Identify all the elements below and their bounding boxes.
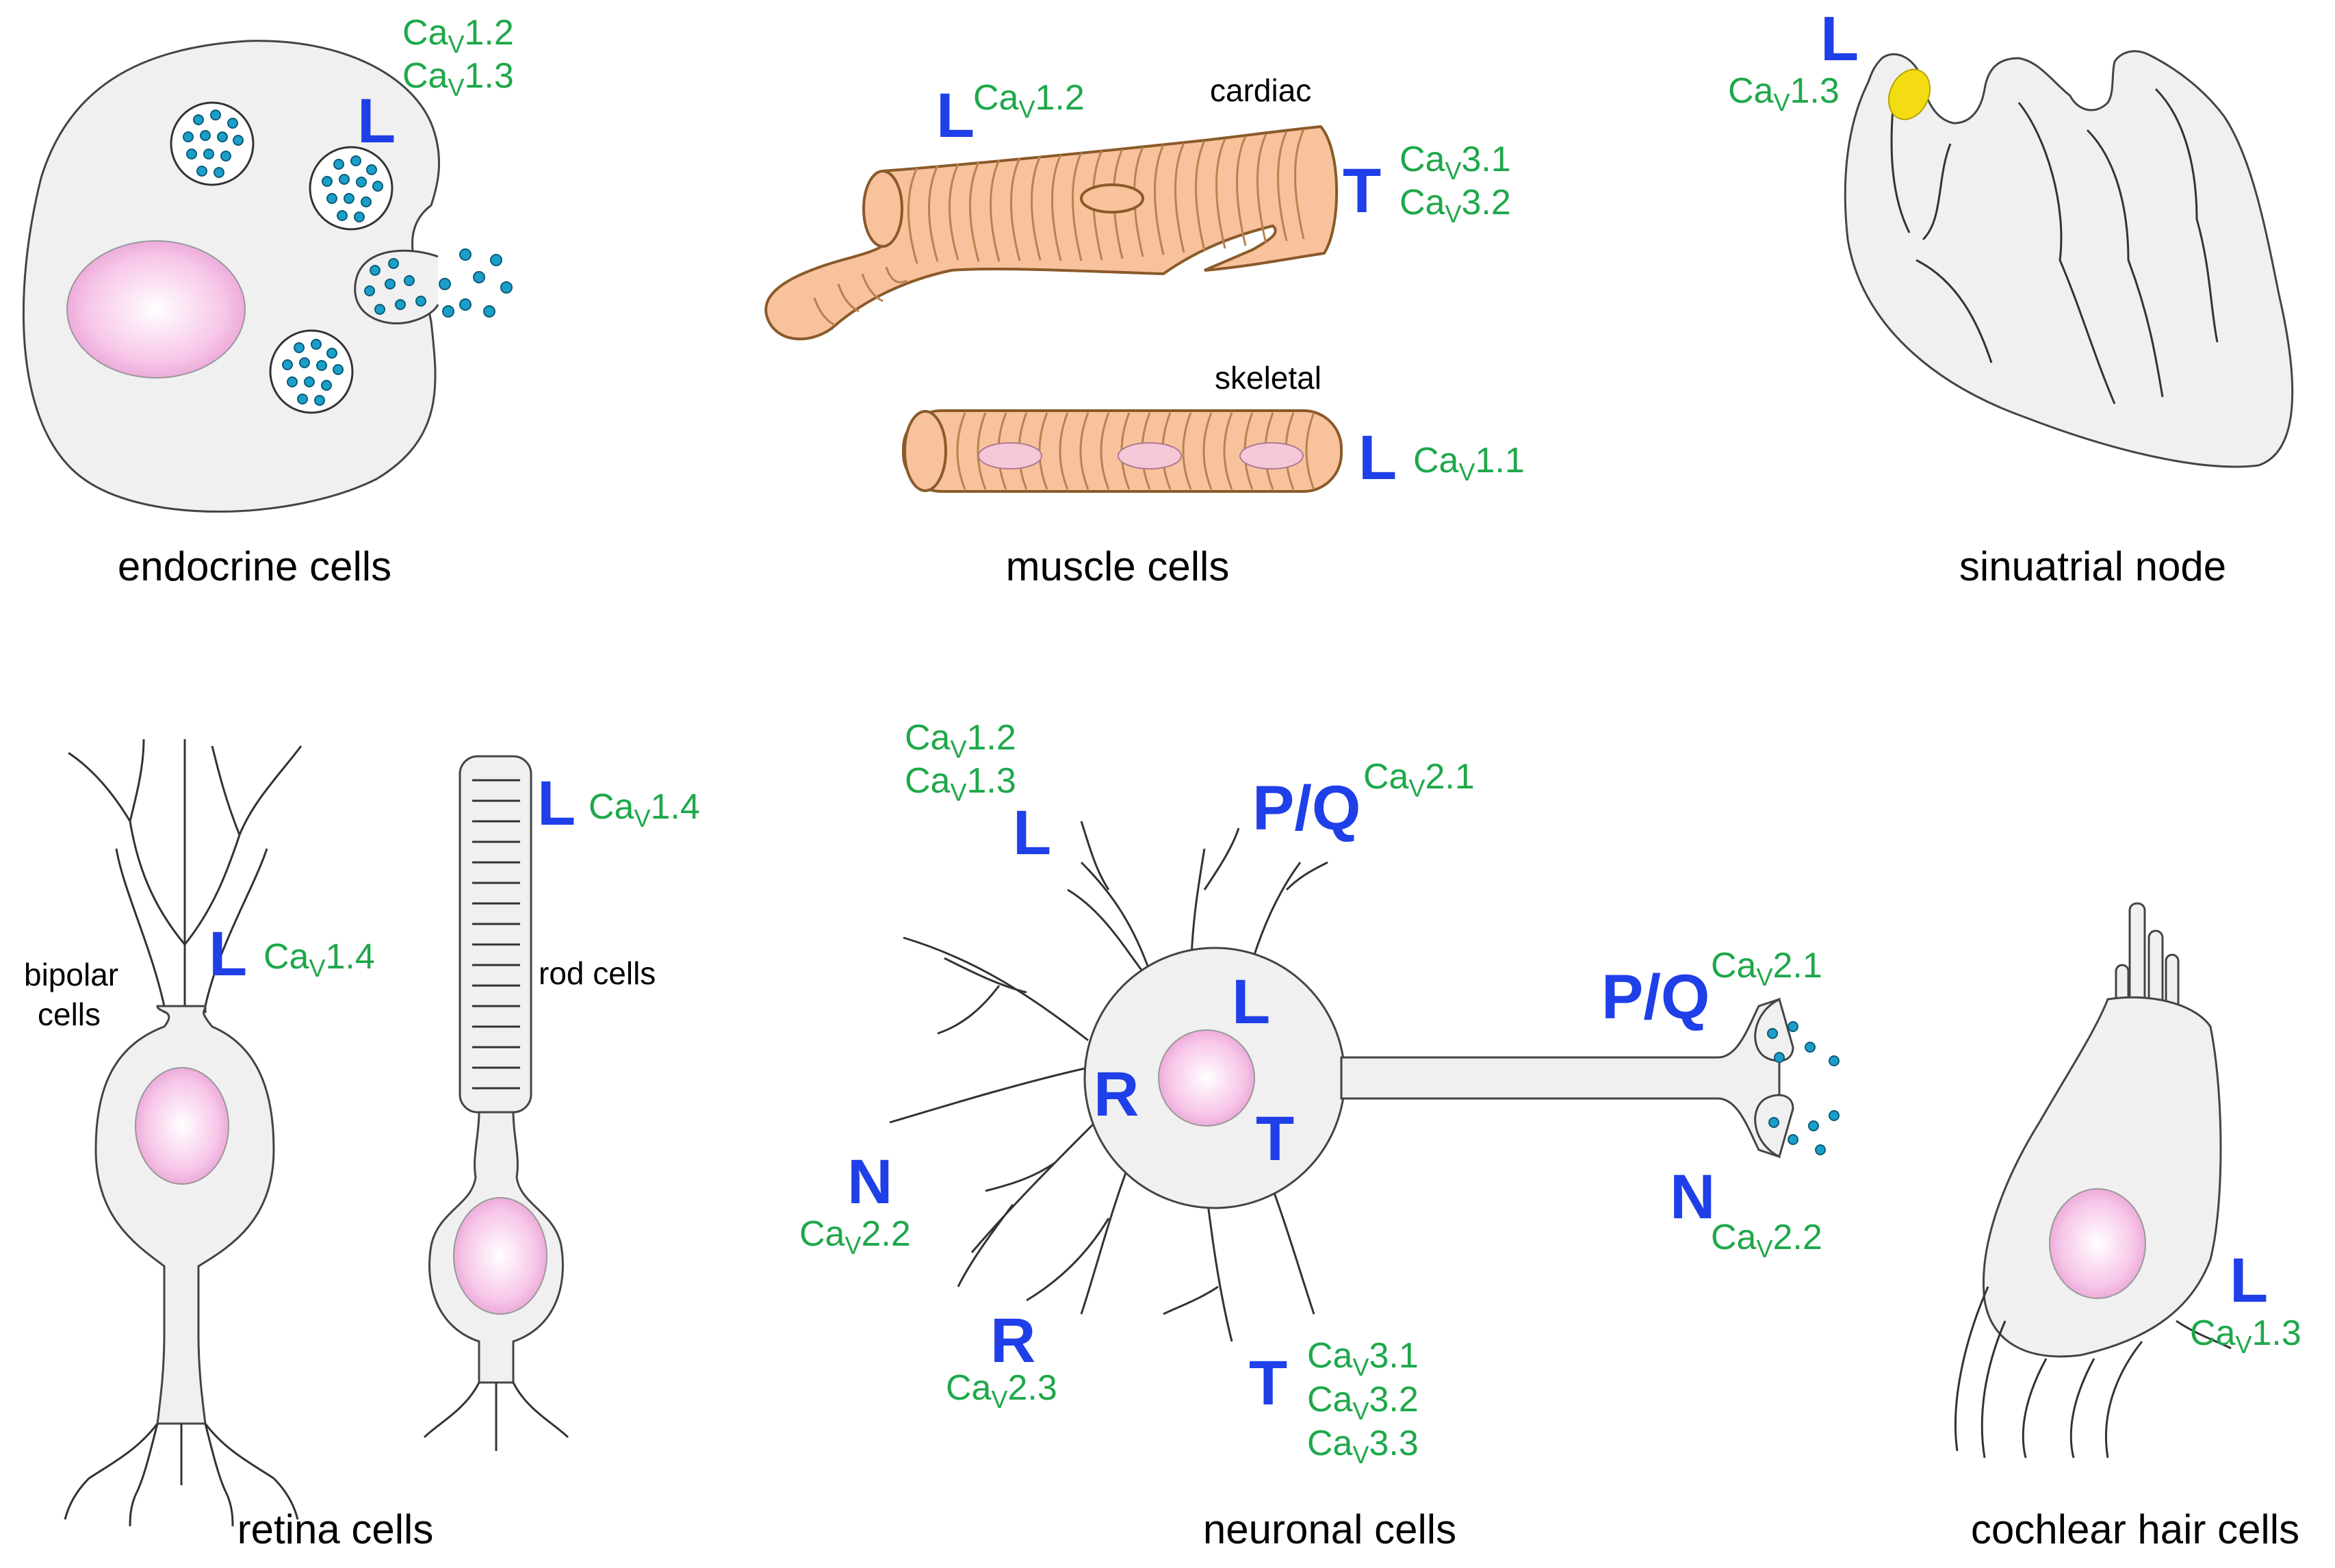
endocrine-isoform-2: CaV1.3	[402, 56, 514, 101]
skeletal-label: skeletal	[1215, 360, 1321, 396]
released-granules	[439, 248, 513, 318]
synaptic-vesicles	[1767, 1021, 1840, 1155]
neuron-dendrite-T-isoform-2: CaV3.2	[1307, 1380, 1419, 1425]
neuron-terminal-N-channel: N	[1670, 1162, 1715, 1232]
neuron-dendrite-T-isoform-3: CaV3.3	[1307, 1424, 1419, 1469]
exocytosis-vesicle	[354, 249, 439, 324]
neuron-dendrite-N-channel: N	[847, 1147, 892, 1217]
bipolar-cell	[64, 738, 302, 1527]
rod-L-channel: L	[537, 769, 576, 838]
endocrine-caption: endocrine cells	[118, 543, 391, 589]
neuron-dendrite-R-isoform: CaV2.3	[946, 1368, 1057, 1413]
neuron-soma-L-channel: L	[1232, 967, 1270, 1037]
retina-panel: bipolar cells L CaV1.4 L CaV1.4 rod cell…	[24, 738, 700, 1552]
bipolar-label-line1: bipolar	[24, 957, 118, 992]
neuron-dendrite-N-isoform: CaV2.2	[799, 1214, 911, 1259]
sa-node	[1887, 68, 1931, 120]
retina-caption: retina cells	[237, 1506, 434, 1552]
hair-cell-body	[1982, 996, 2222, 1358]
neuron-dendrite-T-isoform-1: CaV3.1	[1307, 1336, 1419, 1381]
cardiac-label: cardiac	[1210, 73, 1311, 108]
neuron-dendrite-R-channel: R	[990, 1306, 1035, 1376]
neuron-dendrite-L-isoform-2: CaV1.3	[905, 761, 1016, 806]
bipolar-isoform: CaV1.4	[263, 937, 375, 982]
endocrine-L-channel: L	[357, 86, 396, 156]
cardiac-T-isoform-2: CaV3.2	[1399, 183, 1511, 228]
neuron-terminal-PQ-channel: P/Q	[1601, 962, 1710, 1032]
neuronal-panel: CaV1.2 CaV1.3 L P/Q CaV2.1 L R T N CaV2.…	[799, 718, 1840, 1552]
cardiac-T-isoform-1: CaV3.1	[1399, 140, 1511, 185]
bipolar-label-line2: cells	[38, 997, 101, 1032]
sinuatrial-L-channel: L	[1820, 4, 1859, 74]
endocrine-nucleus	[66, 240, 246, 378]
neuronal-caption: neuronal cells	[1203, 1506, 1456, 1552]
cochlear-caption: cochlear hair cells	[1971, 1506, 2299, 1552]
cardiac-muscle-fiber	[764, 125, 1339, 341]
skeletal-L-isoform: CaV1.1	[1413, 441, 1525, 486]
endocrine-panel: L CaV1.2 CaV1.3 endocrine cells	[22, 13, 514, 589]
secretory-vesicle	[269, 329, 354, 414]
neuron-soma-T-channel: T	[1256, 1104, 1294, 1174]
cochlear-L-channel: L	[2230, 1246, 2268, 1315]
neuron-dendrite-PQ-isoform: CaV2.1	[1363, 757, 1475, 802]
neuron-terminal-PQ-isoform: CaV2.1	[1711, 946, 1822, 991]
nerve-fibers	[1954, 1286, 2232, 1458]
secretory-vesicle	[309, 146, 394, 231]
cochlear-panel: L CaV1.3 cochlear hair cells	[1954, 902, 2301, 1552]
secretory-vesicle	[170, 101, 255, 186]
cardiac-striations	[813, 129, 1305, 326]
endocrine-isoform-1: CaV1.2	[402, 13, 514, 58]
bipolar-L-channel: L	[209, 919, 247, 989]
neuron-dendrite-PQ-channel: P/Q	[1252, 773, 1360, 843]
sinuatrial-isoform: CaV1.3	[1728, 71, 1840, 116]
muscle-caption: muscle cells	[1006, 543, 1230, 589]
rod-cell	[423, 755, 569, 1451]
neuron-soma-R-channel: R	[1094, 1059, 1139, 1129]
sinuatrial-caption: sinuatrial node	[1959, 543, 2226, 589]
skeletal-L-channel: L	[1358, 423, 1397, 493]
rod-label: rod cells	[539, 955, 656, 991]
neuron-terminal-N-isoform: CaV2.2	[1711, 1218, 1822, 1263]
muscle-panel: cardiac L CaV1.2 T CaV3.1 CaV3.2 skeleta…	[764, 73, 1525, 589]
cardiac-L-channel: L	[936, 81, 975, 151]
sinuatrial-panel: L CaV1.3 sinuatrial node	[1728, 4, 2294, 589]
cardiac-L-isoform: CaV1.2	[973, 78, 1085, 123]
rod-isoform: CaV1.4	[589, 787, 700, 832]
neuron-dendrite-L-isoform-1: CaV1.2	[905, 718, 1016, 763]
heart-outline	[1844, 50, 2294, 468]
neuron-dendrite-L-channel: L	[1013, 798, 1051, 868]
cochlear-isoform: CaV1.3	[2190, 1313, 2301, 1359]
neuron-dendrite-T-channel: T	[1249, 1348, 1287, 1418]
cardiac-T-channel: T	[1343, 156, 1381, 226]
